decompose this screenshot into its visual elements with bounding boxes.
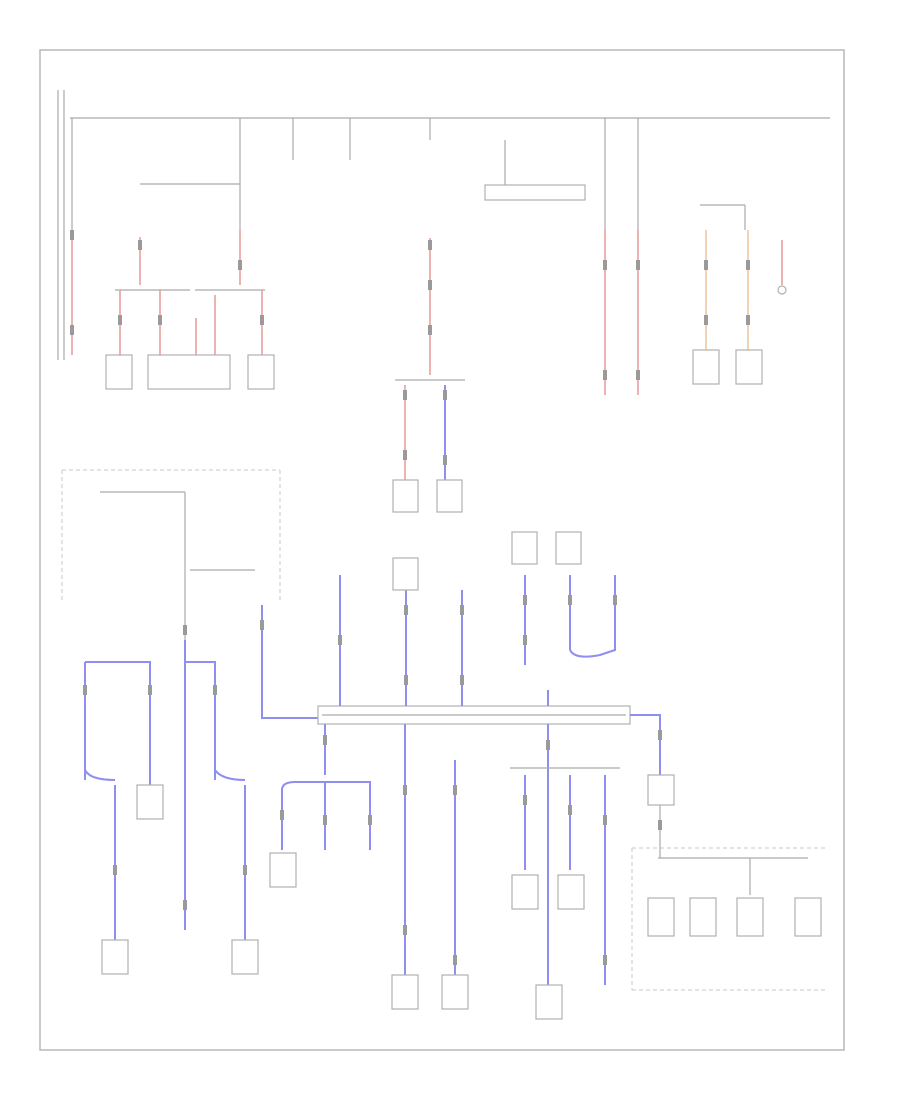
center-feed-wires	[392, 238, 465, 513]
connector-pin	[704, 315, 708, 325]
connector-pin	[523, 635, 527, 645]
connector-pin	[636, 260, 640, 270]
connector-pin	[243, 865, 247, 875]
connector-pin	[746, 315, 750, 325]
connector-pin	[148, 685, 152, 695]
center-lower-wires	[281, 724, 620, 985]
connector-pin	[158, 315, 162, 325]
connector-pin	[404, 675, 408, 685]
connector-pin	[636, 370, 640, 380]
center-lower-components	[269, 852, 585, 1020]
connector-pin	[368, 815, 372, 825]
connector-pin	[183, 625, 187, 635]
connector-pin	[428, 280, 432, 290]
connector-pin	[260, 315, 264, 325]
connector-pin	[213, 685, 217, 695]
connector-pin	[260, 620, 264, 630]
connector-pin	[453, 955, 457, 965]
connector-pin	[658, 820, 662, 830]
connector-pin	[70, 325, 74, 335]
connector-pin	[746, 260, 750, 270]
connector-pin	[568, 805, 572, 815]
connector-pin	[403, 450, 407, 460]
connector-pin	[138, 240, 142, 250]
connector-pin	[238, 260, 242, 270]
connector-pin	[403, 785, 407, 795]
connector-pin	[428, 325, 432, 335]
connector-pin	[603, 260, 607, 270]
connector-pins	[70, 230, 750, 965]
connector-pin	[443, 390, 447, 400]
top-power-bus	[57, 90, 830, 360]
connector-pin	[453, 785, 457, 795]
center-bus	[317, 531, 675, 806]
connector-pin	[338, 635, 342, 645]
connector-pin	[403, 390, 407, 400]
right-feed-wires	[604, 118, 787, 395]
connector-pin	[603, 815, 607, 825]
diagram-frame	[39, 49, 845, 1051]
left-lower-components	[101, 784, 259, 975]
connector-pin	[546, 740, 550, 750]
connector-pin	[704, 260, 708, 270]
connector-pin	[323, 815, 327, 825]
right-lower-enclosure	[631, 805, 828, 991]
connector-pin	[83, 685, 87, 695]
connector-pin	[460, 605, 464, 615]
connector-pin	[70, 230, 74, 240]
connector-pin	[280, 810, 284, 820]
left-feed-wires	[71, 118, 506, 355]
connector-pin	[183, 900, 187, 910]
connector-pin	[118, 315, 122, 325]
connector-pin	[658, 730, 662, 740]
connector-pin	[613, 595, 617, 605]
connector-pin	[523, 595, 527, 605]
left-switch-area	[61, 469, 281, 640]
connector-pin	[460, 675, 464, 685]
connector-pin	[568, 595, 572, 605]
left-blue-wires	[84, 605, 320, 940]
connector-pin	[113, 865, 117, 875]
connector-pin	[323, 735, 327, 745]
connector-pin	[443, 455, 447, 465]
connector-pin	[603, 955, 607, 965]
connector-pin	[404, 605, 408, 615]
top-left-components	[105, 184, 586, 390]
connector-pin	[603, 370, 607, 380]
connector-pin	[523, 795, 527, 805]
connector-pin	[403, 925, 407, 935]
connector-pin	[428, 240, 432, 250]
